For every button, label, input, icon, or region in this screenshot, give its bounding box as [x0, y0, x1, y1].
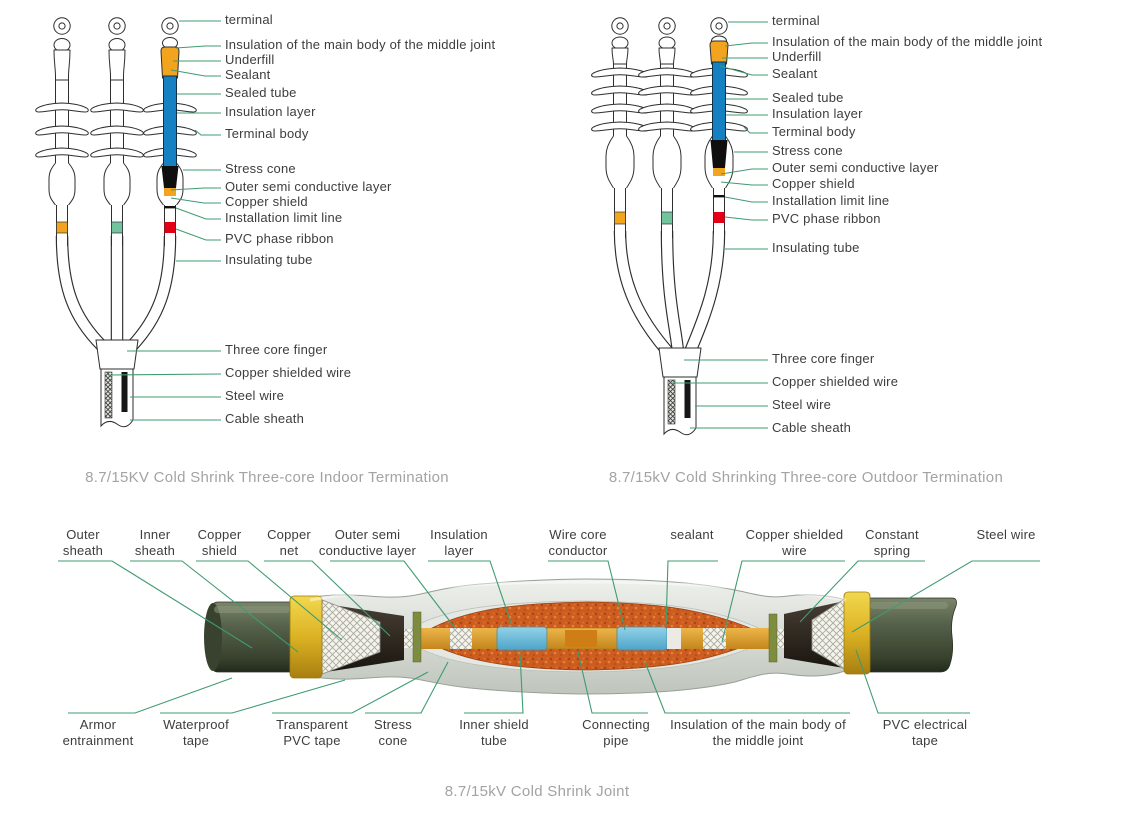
joint-caption: 8.7/15kV Cold Shrink Joint	[444, 783, 630, 800]
phase-band-orange	[56, 221, 68, 234]
core-gold-3	[681, 628, 703, 649]
copper-shielded-wire	[667, 379, 676, 425]
label-terminal-body: Terminal body	[225, 126, 309, 141]
label-copper-shielded-wire: Copper shielded wire	[745, 527, 844, 558]
stress-cone-band-left	[412, 611, 422, 663]
label-armor-entrainment: Armor entrainment	[62, 717, 134, 748]
joint-diagram	[204, 578, 957, 695]
label-insulating-tube: Insulating tube	[225, 252, 313, 267]
label-wire-core-conductor: Wire core conductor	[548, 527, 608, 558]
label-sealant: Sealant	[772, 66, 818, 81]
label-pvc-electrical-tape: PVC electrical tape	[882, 717, 968, 748]
label-insulating-tube: Insulating tube	[772, 240, 860, 255]
label-inner-sheath: Inner sheath	[134, 527, 176, 558]
leader-lines	[58, 20, 1040, 714]
label-inner-shield-tube: Inner shield tube	[459, 717, 529, 748]
label-copper-net: Copper net	[267, 527, 311, 558]
label-copper-shield: Copper shield	[225, 194, 308, 209]
three-core-finger	[658, 347, 702, 378]
indoor-termination-caption: 8.7/15KV Cold Shrink Three-core Indoor T…	[85, 469, 449, 486]
outer-sheath-left-end	[204, 603, 222, 671]
label-pvc-phase-ribbon: PVC phase ribbon	[772, 211, 881, 226]
label-waterproof-tape: Waterproof tape	[163, 717, 229, 748]
label-stress-cone: Stress cone	[373, 717, 413, 748]
label-insulation-layer: Insulation layer	[430, 527, 488, 558]
label-constant-spring: Constant spring	[865, 527, 919, 558]
label-copper-shielded-wire: Copper shielded wire	[772, 374, 899, 389]
outer-sheath-right	[867, 597, 957, 673]
label-insulation-main-body: Insulation of the main body of the middl…	[670, 717, 846, 748]
label-steel-wire: Steel wire	[772, 397, 832, 412]
label-insulation-main-body: Insulation of the main body of the middl…	[225, 37, 496, 52]
label-sealed-tube: Sealed tube	[225, 85, 297, 100]
indoor-termination-diagram	[36, 18, 197, 428]
label-steel-wire: Steel wire	[225, 388, 285, 403]
phase-band-orange	[614, 211, 626, 225]
label-stress-cone: Stress cone	[225, 161, 296, 176]
inner-shield-tube-left	[496, 626, 548, 651]
stress-cone-band-right	[768, 613, 778, 663]
label-terminal: terminal	[772, 13, 820, 28]
label-insulation-layer: Insulation layer	[225, 104, 316, 119]
inner-shield-tube-right	[616, 626, 668, 651]
label-three-core-finger: Three core finger	[772, 351, 875, 366]
label-stress-cone: Stress cone	[772, 143, 843, 158]
label-outer-semi-conductive: Outer semi conductive layer	[225, 179, 392, 194]
outdoor-termination-caption: 8.7/15kV Cold Shrinking Three-core Outdo…	[608, 469, 1004, 486]
sheath-highlight-right	[870, 602, 948, 609]
label-outer-sheath: Outer sheath	[62, 527, 104, 558]
label-three-core-finger: Three core finger	[225, 342, 328, 357]
three-core-finger	[95, 339, 139, 370]
label-insulation-layer: Insulation layer	[772, 106, 863, 121]
label-connecting-pipe: Connecting pipe	[582, 717, 650, 748]
core-white-1	[450, 628, 472, 649]
label-cable-sheath: Cable sheath	[772, 420, 852, 435]
label-transparent-pvc-tape: Transparent PVC tape	[276, 717, 348, 748]
sheath-highlight-left	[214, 606, 290, 613]
label-installation-limit: Installation limit line	[225, 210, 343, 225]
phase-band-green	[661, 211, 673, 225]
phase-band-green	[111, 221, 123, 234]
steel-wire	[121, 372, 128, 412]
label-outer-semi-conductive: Outer semi conductive layer	[318, 527, 417, 558]
yellow-tape-right	[843, 591, 871, 675]
label-outer-semi-conductive: Outer semi conductive layer	[772, 160, 939, 175]
outdoor-termination-diagram	[592, 18, 748, 436]
core-white-3	[703, 628, 726, 649]
core-gold-2	[472, 628, 497, 649]
steel-wire	[684, 380, 691, 418]
label-insulation-main-body: Insulation of the main body of the middl…	[772, 34, 1043, 49]
label-cable-sheath: Cable sheath	[225, 411, 305, 426]
core-white-2	[667, 628, 681, 649]
core-gold-4	[726, 628, 770, 649]
yellow-tape-left	[289, 595, 323, 679]
label-pvc-phase-ribbon: PVC phase ribbon	[225, 231, 334, 246]
label-sealant: Sealant	[225, 67, 271, 82]
label-terminal: terminal	[225, 12, 273, 27]
label-copper-shielded-wire: Copper shielded wire	[225, 365, 352, 380]
label-sealed-tube: Sealed tube	[772, 90, 844, 105]
label-installation-limit: Installation limit line	[772, 193, 890, 208]
label-underfill: Underfill	[772, 49, 822, 64]
label-copper-shield: Copper shield	[772, 176, 855, 191]
label-copper-shield: Copper shield	[197, 527, 242, 558]
cover-shine	[309, 580, 847, 602]
core-gold-1	[421, 628, 450, 649]
label-underfill: Underfill	[225, 52, 275, 67]
label-steel-wire: Steel wire	[976, 527, 1036, 542]
label-sealant: sealant	[670, 527, 714, 542]
copper-shielded-wire	[104, 371, 113, 419]
connecting-pipe-center	[565, 630, 597, 647]
label-terminal-body: Terminal body	[772, 124, 856, 139]
